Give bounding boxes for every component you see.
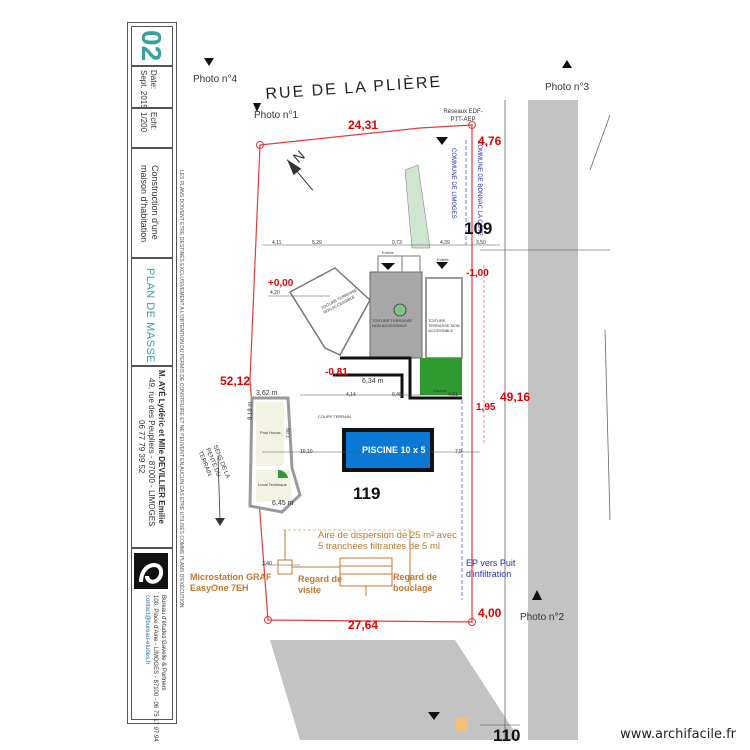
path-outline-2 xyxy=(333,373,404,398)
level-0: +0,00 xyxy=(268,278,294,289)
slope-arrow-head xyxy=(215,518,225,526)
dim: 5,29 xyxy=(312,240,322,246)
garden-strip xyxy=(404,164,431,249)
ep-puit-label: EP vers Puit d'infiltration xyxy=(466,558,516,579)
road-east xyxy=(528,100,578,740)
photo-label-3: Photo n°3 xyxy=(545,82,590,93)
dimension-lines xyxy=(262,140,500,600)
photo-label-1: Photo n°1 xyxy=(254,110,299,121)
dim: 3,62 m xyxy=(256,390,278,397)
length-south-east: 4,00 xyxy=(478,606,502,620)
terrace-label-east: TOITURE TERRASSE NON ACCESSIBLE xyxy=(428,318,460,333)
dim: 8,18 m xyxy=(248,401,254,420)
length-north: 24,31 xyxy=(348,118,379,132)
length-north-east: 4,76 xyxy=(478,134,502,148)
parcel-119: 119 xyxy=(353,484,381,503)
door-arc xyxy=(278,469,288,478)
local-technique-label: Local Technique xyxy=(258,482,287,487)
length-east: 49,16 xyxy=(500,390,531,404)
site-marker xyxy=(455,718,468,732)
commune-1: COMMUNE DE LIMOGES xyxy=(450,148,456,219)
pool-water xyxy=(346,432,430,468)
carport-area xyxy=(420,358,462,395)
dim: 6,45 m xyxy=(272,500,294,507)
dim: 7,09 xyxy=(286,428,292,438)
carport-label: Carport xyxy=(433,388,447,393)
microstation-label: Microstation GRAF EasyOne 7EH xyxy=(190,572,272,593)
date-box xyxy=(131,66,173,108)
dispersion-label: Aire de dispersion de 25 m² avec 5 tranc… xyxy=(318,530,457,552)
project-box xyxy=(131,148,173,258)
pool-house-label: Pool House xyxy=(260,430,281,435)
owners-box xyxy=(131,366,173,548)
network-label: Réseaux EDF-PTT-AEP xyxy=(443,109,483,123)
path-outline xyxy=(340,356,462,400)
level-minus-1: -1,00 xyxy=(466,268,489,279)
dim: 10,10 xyxy=(300,449,313,455)
boundary-markers xyxy=(256,121,476,626)
road-edge-2 xyxy=(589,114,611,171)
entry-label-2: Entrée xyxy=(437,257,449,262)
parcel-109: 109 xyxy=(464,219,493,238)
dim: 6,46 xyxy=(392,392,402,398)
road-edge-3 xyxy=(604,329,611,521)
pool-house-fill xyxy=(256,402,284,466)
photo-label-2: Photo n°2 xyxy=(520,612,565,623)
dim: 7,5 xyxy=(455,449,462,455)
house-main xyxy=(369,271,423,359)
architect-logo xyxy=(134,553,168,589)
dim: 4,39 xyxy=(440,240,450,246)
parcel-boundary xyxy=(249,124,473,623)
dim: 4,20 xyxy=(270,290,280,296)
dim: 4,11 xyxy=(272,240,282,246)
slope-arrow xyxy=(217,455,221,521)
section-label: COUPE TERRAIN xyxy=(318,414,351,419)
pool-label: PISCINE 10 x 5 xyxy=(362,445,426,455)
watermark: www.archifacile.fr xyxy=(620,727,736,742)
dim: 3,40 xyxy=(262,561,272,567)
level-195: 1,95 xyxy=(476,402,496,413)
regard-visite-label: Regard de visite xyxy=(298,574,343,595)
rain-arrows xyxy=(381,137,448,270)
length-west: 52,12 xyxy=(220,374,251,388)
scale-box xyxy=(131,108,173,148)
dim: 3,50 xyxy=(476,240,486,246)
road-south xyxy=(270,640,520,740)
terrace-label-main: TOITURE TERRASSE NON ACCESSIBLE xyxy=(372,318,413,328)
level-minus-081: -0,81 xyxy=(325,367,348,378)
dim: 6,34 m xyxy=(362,378,384,385)
parcel-110: 110 xyxy=(493,726,521,745)
house-wing-west xyxy=(288,267,371,356)
svg-text:N: N xyxy=(290,147,308,166)
dim: 4,61 xyxy=(448,392,458,398)
north-arrow: N xyxy=(286,147,314,191)
roof-outlet xyxy=(393,303,407,317)
sanitation-network xyxy=(277,530,411,596)
photo-label-4: Photo n°4 xyxy=(193,74,238,85)
dim: 4,14 xyxy=(346,392,356,398)
regard-bouclage-label: Regard de bouclage xyxy=(393,572,438,593)
house-link xyxy=(401,255,421,273)
sheet-number-box xyxy=(131,26,173,66)
dim: 0,73 xyxy=(392,240,402,246)
photo-markers xyxy=(204,58,572,720)
entry-label-1: Entrée xyxy=(382,250,394,255)
length-south: 27,64 xyxy=(348,618,379,632)
plan-name-box xyxy=(131,258,173,366)
